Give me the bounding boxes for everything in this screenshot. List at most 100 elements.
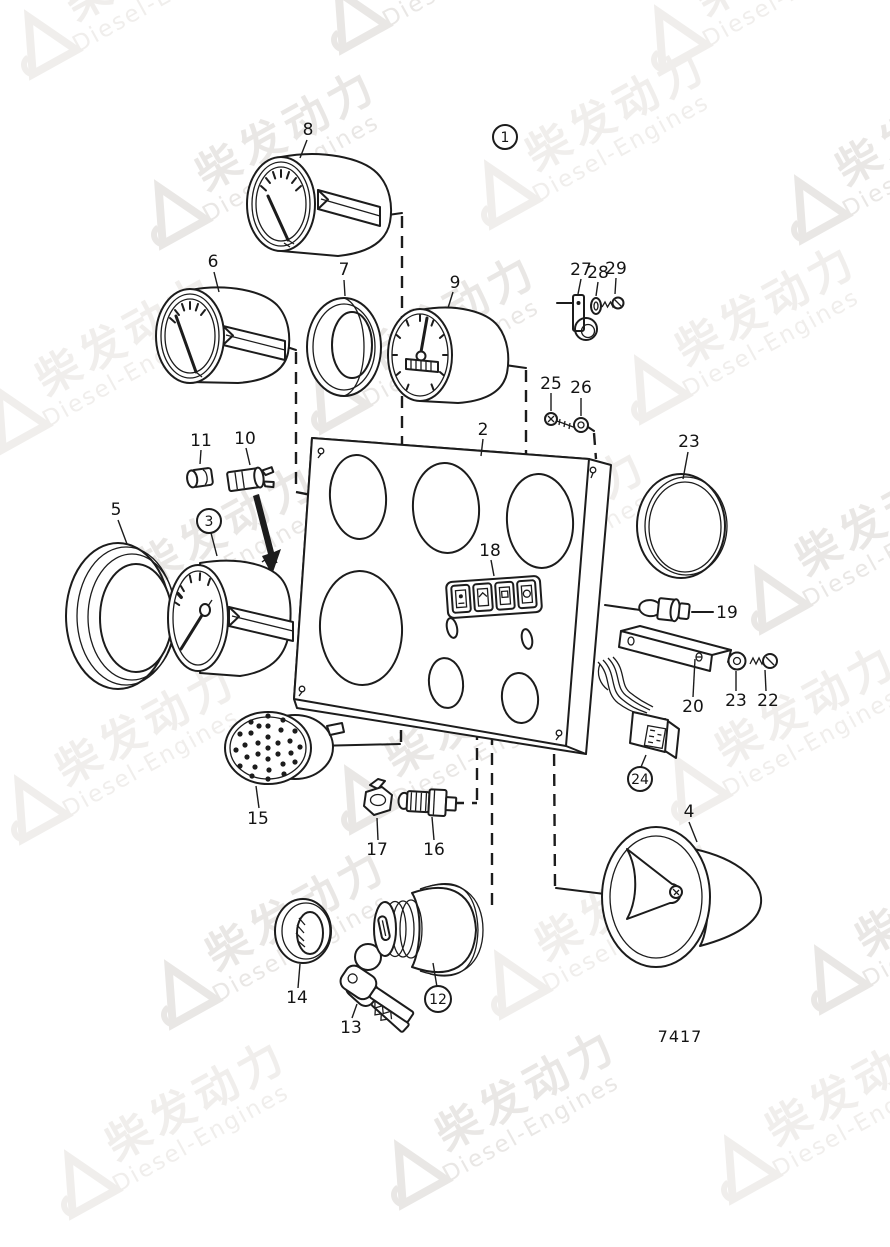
switch-icon xyxy=(522,589,531,598)
gauge-ticks xyxy=(174,572,211,607)
callout-23-washer: 23 xyxy=(725,691,747,711)
part-bezel-ring-7 xyxy=(306,297,382,397)
part-buzzer-15 xyxy=(224,711,345,785)
callout-10: 10 xyxy=(234,429,256,449)
callout-2: 2 xyxy=(478,420,489,440)
part-washer-23 xyxy=(727,651,747,671)
brand-logo-icon xyxy=(721,1134,785,1206)
switch-icon xyxy=(500,590,509,599)
part-wiring-harness xyxy=(597,656,654,717)
gauge-ticks xyxy=(260,169,302,192)
brand-logo-icon xyxy=(791,174,855,246)
callout-6: 6 xyxy=(208,252,219,272)
part-ring-14 xyxy=(274,898,332,964)
part-gauge-8 xyxy=(246,153,393,257)
brand-logo-icon xyxy=(811,944,875,1016)
callout-4: 4 xyxy=(684,802,695,822)
circled-callouts: 1 3 12 24 xyxy=(196,124,653,1013)
pointer-arrow xyxy=(253,494,281,575)
callout-5: 5 xyxy=(111,500,122,520)
callout-11: 11 xyxy=(190,431,212,451)
part-screw-22 xyxy=(749,653,778,669)
gauge-ticks xyxy=(392,314,448,391)
brand-logo-icon xyxy=(481,159,545,231)
brand-logo-icon xyxy=(151,179,215,251)
gauge-needle xyxy=(179,610,206,651)
brand-logo-icon xyxy=(751,564,815,636)
part-bulb-11 xyxy=(186,467,214,489)
panel-corner-pins xyxy=(298,447,597,741)
brand-logo-icon xyxy=(391,1139,455,1211)
gauge-needle xyxy=(266,194,290,242)
gauge-needle xyxy=(419,316,429,354)
part-gauge-9 xyxy=(387,306,510,404)
callout-20: 20 xyxy=(682,697,704,717)
part-bulb-19 xyxy=(604,597,714,623)
brand-logo-icon xyxy=(651,4,715,76)
part-gauge-3 xyxy=(167,558,294,677)
brand-logo-icon xyxy=(11,774,75,846)
part-instrument-panel xyxy=(293,437,612,755)
part-switch-strip xyxy=(445,575,543,619)
brand-logo-icon xyxy=(61,1149,125,1221)
brand-logo-icon xyxy=(631,354,695,426)
switch-icon xyxy=(478,591,488,598)
callout-26: 26 xyxy=(570,378,592,398)
callout-23-ring: 23 xyxy=(678,432,700,452)
switch-icon xyxy=(458,594,463,599)
brand-logo-icon xyxy=(0,384,55,456)
callout-circled-3: 3 xyxy=(205,514,214,530)
callout-13: 13 xyxy=(340,1018,362,1038)
callout-17: 17 xyxy=(366,840,388,860)
brand-logo-icon xyxy=(671,754,735,826)
callout-circled-1: 1 xyxy=(501,130,510,146)
part-screw-25-washer-26 xyxy=(544,412,589,433)
figure-code: 7417 xyxy=(658,1027,703,1046)
callout-8: 8 xyxy=(303,120,314,140)
callout-18: 18 xyxy=(479,541,501,561)
part-bezel-ring-5 xyxy=(65,542,177,690)
brand-logo-icon xyxy=(331,0,395,56)
callout-14: 14 xyxy=(286,988,308,1008)
buzzer-holes xyxy=(233,713,303,782)
callout-9: 9 xyxy=(450,273,461,293)
brand-logo-icon xyxy=(21,9,85,81)
part-key-switch-12 xyxy=(373,883,484,977)
brand-logo-icon xyxy=(161,959,225,1031)
part-clamp-27-28-29 xyxy=(556,294,625,341)
part-retaining-ring-23 xyxy=(636,473,728,579)
part-keys-13 xyxy=(339,943,415,1033)
callout-25: 25 xyxy=(540,374,562,394)
part-gauge-6 xyxy=(155,286,291,384)
callout-28: 28 xyxy=(587,263,609,283)
callout-15: 15 xyxy=(247,809,269,829)
part-cover-4 xyxy=(601,826,763,968)
part-switch-16 xyxy=(397,788,458,817)
part-bulb-holder-10 xyxy=(226,466,275,493)
part-connector-plug xyxy=(629,711,680,759)
callout-22: 22 xyxy=(757,691,779,711)
callout-19: 19 xyxy=(716,603,738,623)
part-nut-17 xyxy=(363,778,393,816)
brand-logo-icon xyxy=(341,764,405,836)
callout-labels: 8 6 7 9 27 28 29 25 26 2 23 11 10 xyxy=(111,120,779,1038)
hour-counter xyxy=(405,358,439,373)
